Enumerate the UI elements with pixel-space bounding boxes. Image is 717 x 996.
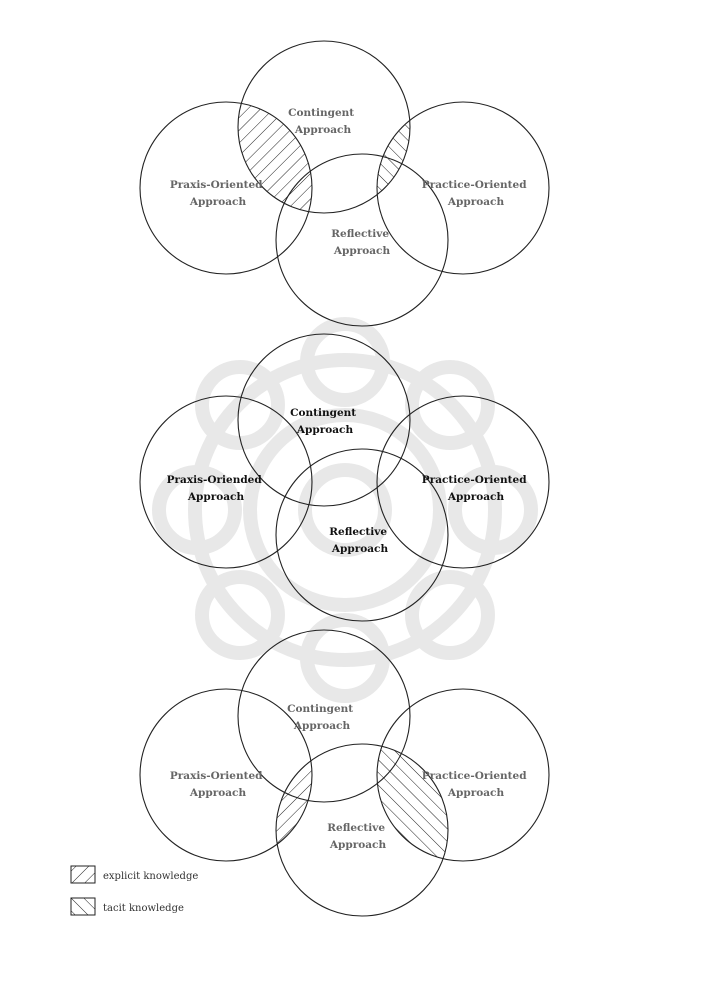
middle-contingent-circle — [237, 333, 411, 507]
top-explicit-hatched-region — [238, 102, 312, 213]
bottom-reflective-circle — [275, 743, 449, 917]
top-practice-label: Practice-Oriented Approach — [422, 179, 530, 208]
top-reflective-label: Reflective Approach — [331, 228, 392, 257]
venn-diagram-top: Contingent Approach Praxis-Oriented Appr… — [139, 40, 550, 327]
bottom-contingent-label: Contingent Approach — [287, 703, 357, 732]
legend-explicit-swatch — [70, 865, 96, 884]
legend-explicit-label: explicit knowledge — [103, 871, 198, 882]
top-reflective-circle — [275, 153, 449, 327]
middle-practice-label: Practice-Oriented Approach — [422, 474, 530, 503]
bottom-tacit-hatched-region — [377, 744, 448, 861]
top-praxis-circle — [139, 101, 313, 275]
venn-diagram-middle: Contingent Approach Praxis-Oriended Appr… — [139, 333, 550, 622]
bottom-praxis-label: Praxis-Oriented Approach — [170, 770, 266, 799]
top-praxis-label: Praxis-Oriented Approach — [170, 179, 266, 208]
legend: explicit knowledge tacit knowledge — [70, 865, 198, 916]
middle-praxis-label: Praxis-Oriended Approach — [167, 474, 266, 503]
top-contingent-label: Contingent Approach — [288, 107, 358, 136]
bottom-reflective-label: Reflective Approach — [327, 822, 388, 851]
top-contingent-circle — [237, 40, 411, 214]
bottom-practice-circle — [376, 688, 550, 862]
middle-reflective-circle — [275, 448, 449, 622]
bottom-praxis-circle — [139, 688, 313, 862]
legend-tacit-label: tacit knowledge — [103, 903, 184, 914]
middle-reflective-label: Reflective Approach — [329, 526, 390, 555]
legend-tacit-swatch — [70, 897, 96, 916]
middle-praxis-circle — [139, 395, 313, 569]
middle-practice-circle — [376, 395, 550, 569]
top-practice-circle — [376, 101, 550, 275]
bottom-contingent-circle — [237, 629, 411, 803]
middle-contingent-label: Contingent Approach — [290, 407, 360, 436]
bottom-practice-label: Practice-Oriented Approach — [422, 770, 530, 799]
watermark-seal — [152, 317, 538, 703]
venn-diagram-bottom: Contingent Approach Praxis-Oriented Appr… — [139, 629, 550, 917]
